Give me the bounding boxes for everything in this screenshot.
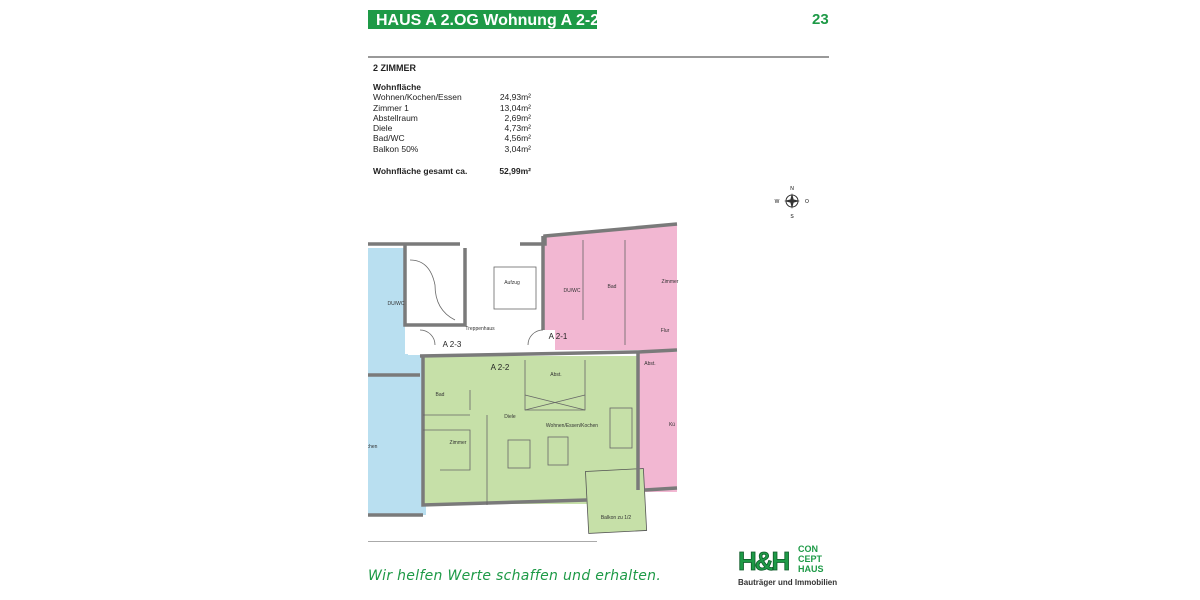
- room-label: Diele: [504, 414, 516, 420]
- room-count: 2 ZIMMER: [373, 63, 417, 73]
- area-row: Balkon 50%3,04m²: [373, 143, 531, 154]
- page-number: 23: [812, 11, 829, 28]
- room-label: Abst.: [550, 372, 561, 378]
- compass-o: O: [805, 199, 809, 205]
- room-label: Flur: [661, 328, 670, 334]
- room-label: Zimmer: [662, 279, 679, 285]
- compass-w: W: [775, 199, 780, 205]
- page-title-banner: HAUS A 2.OG Wohnung A 2-2: [368, 10, 597, 29]
- room-label: DU/WC: [388, 301, 405, 307]
- unit-label-a2-2: A 2-2: [491, 363, 510, 372]
- zone-stair: [405, 246, 543, 354]
- area-heading: Wohnfläche: [373, 82, 422, 92]
- page-title: HAUS A 2.OG Wohnung A 2-2: [376, 12, 597, 29]
- room-label: chen: [368, 444, 378, 450]
- svg-text:CEPT: CEPT: [798, 554, 823, 564]
- compass-n: N: [790, 186, 794, 192]
- slogan: Wir helfen Werte schaffen und erhalten.: [368, 568, 662, 584]
- svg-text:HAUS: HAUS: [798, 564, 824, 574]
- compass-s: S: [790, 214, 794, 220]
- room-label: DU/WC: [564, 288, 581, 294]
- svg-text:CON: CON: [798, 544, 818, 554]
- room-label: Treppenhaus: [465, 326, 495, 332]
- unit-label-a2-1: A 2-1: [549, 332, 568, 341]
- footer-divider: [368, 541, 597, 542]
- room-label: Wohnen/Essen/Kochen: [546, 423, 598, 429]
- room-label: Balkon zu 1/2: [601, 515, 632, 521]
- svg-text:H&H: H&H: [738, 546, 790, 576]
- compass-icon: N S W O: [775, 186, 809, 220]
- zone-balcony: [585, 468, 648, 534]
- divider: [368, 56, 829, 58]
- floor-plan: DU/WC Treppenhaus Aufzug DU/WC Bad Zimme…: [368, 222, 679, 534]
- zone-a2-1-lower: [638, 352, 677, 492]
- unit-label-a2-3: A 2-3: [443, 340, 462, 349]
- room-label: Bad: [608, 284, 617, 290]
- zone-a2-1: [543, 225, 677, 350]
- room-label: Aufzug: [504, 280, 520, 286]
- room-label: Bad: [436, 392, 445, 398]
- logo-subtitle: Bauträger und Immobilien: [738, 578, 838, 587]
- area-total: Wohnfläche gesamt ca.52,99m²: [373, 166, 531, 176]
- room-label: Zimmer: [450, 440, 467, 446]
- zone-a2-3-lower: [368, 355, 426, 515]
- company-logo: H&H CON CEPT HAUS: [738, 544, 824, 576]
- zone-a2-3: [368, 248, 408, 358]
- room-label: Kü: [669, 422, 675, 428]
- room-label: Abst.: [644, 361, 655, 367]
